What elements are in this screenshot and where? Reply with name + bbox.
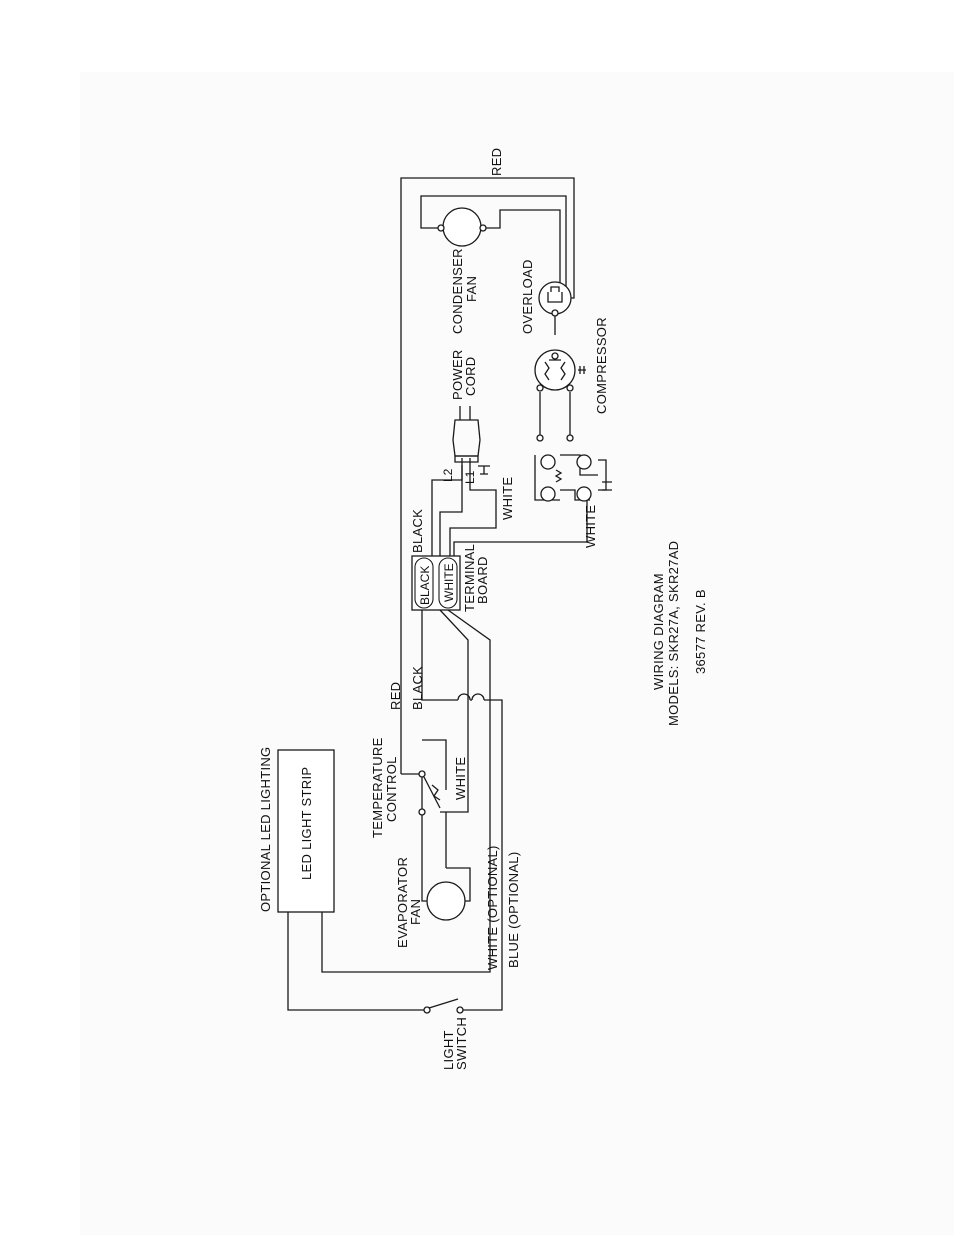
label-terminal-white: WHITE: [442, 563, 456, 602]
light-switch: [424, 999, 463, 1013]
label-evaporator-fan: FAN: [408, 899, 423, 925]
label-overload: OVERLOAD: [520, 259, 535, 334]
wire-label-blue-optional: BLUE (OPTIONAL): [506, 852, 521, 968]
title-models: MODELS: SKR27A, SKR27AD: [666, 541, 681, 726]
label-board: BOARD: [475, 556, 490, 604]
label-terminal-black: BLACK: [418, 566, 432, 605]
label-l2: L2: [441, 468, 455, 482]
label-led-light-strip: LED LIGHT STRIP: [299, 767, 314, 880]
overload: [539, 282, 571, 316]
title-wiring-diagram: WIRING DIAGRAM: [651, 573, 666, 690]
label-temperature-control: CONTROL: [384, 756, 399, 822]
compressor: [535, 350, 586, 391]
condenser-fan-motor: [438, 208, 486, 246]
labels: OPTIONAL LED LIGHTING LED LIGHT STRIP EV…: [258, 148, 708, 1070]
wire-label-red-top: RED: [489, 148, 504, 176]
label-switch: SWITCH: [454, 1017, 469, 1070]
label-condenser-fan: FAN: [464, 276, 479, 302]
evaporator-fan-motor: [422, 868, 470, 920]
wire-label-white-temp: WHITE: [453, 757, 468, 800]
label-temperature: TEMPERATURE: [370, 737, 385, 838]
wire-label-white-optional: WHITE (OPTIONAL): [485, 845, 500, 970]
wire-label-black-left: BLACK: [410, 666, 425, 710]
label-l1: L1: [463, 470, 477, 484]
wire-label-white-comp: WHITE: [583, 505, 598, 548]
label-compressor: COMPRESSOR: [594, 317, 609, 414]
wire-label-black-upper: BLACK: [410, 509, 425, 553]
wire-label-white-cord: WHITE: [500, 477, 515, 520]
power-cord-plug: [453, 406, 490, 474]
label-condenser: CONDENSER: [450, 248, 465, 334]
label-cord: CORD: [463, 357, 478, 396]
label-optional-led-lighting: OPTIONAL LED LIGHTING: [258, 747, 273, 912]
wire-label-red-left: RED: [388, 682, 403, 710]
title-revision: 36577 REV. B: [693, 589, 708, 674]
